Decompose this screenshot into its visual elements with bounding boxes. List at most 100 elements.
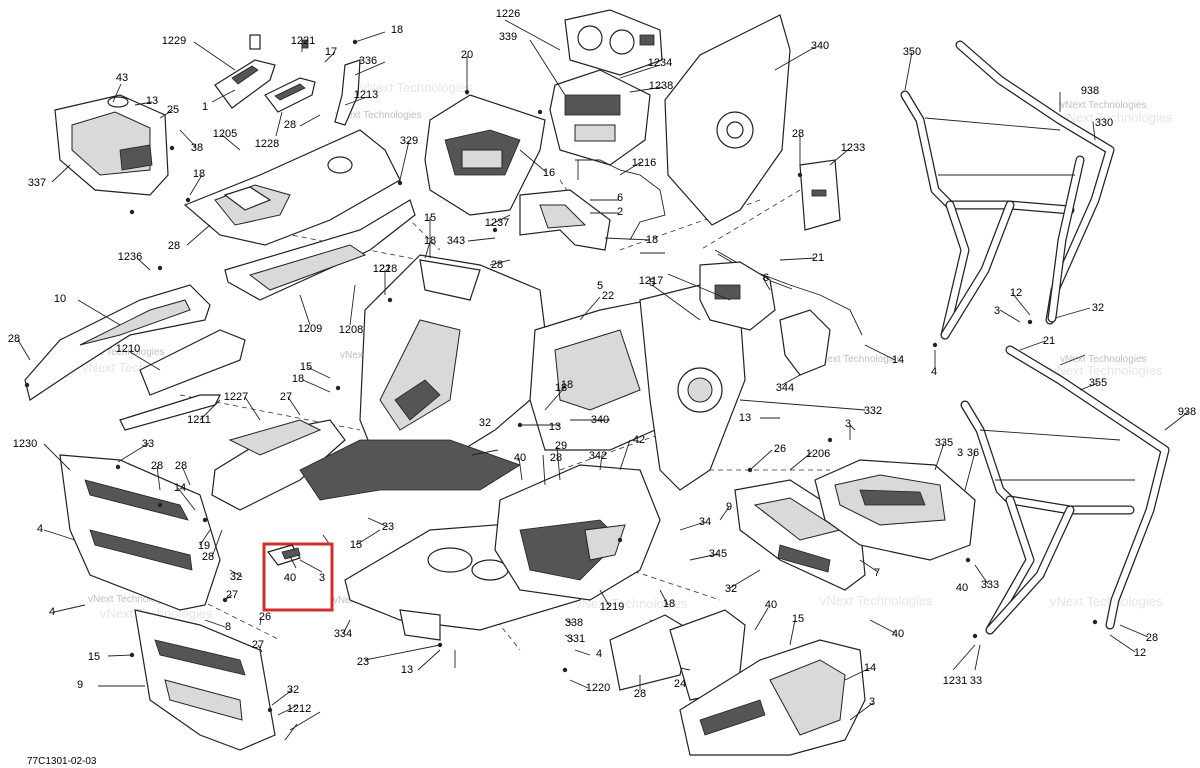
callout-label: 18 [292,373,304,385]
callout-label: 350 [903,46,921,58]
callout-label: 2 [617,206,623,218]
callout-label: 17 [325,46,337,58]
callout-label: 345 [709,548,727,560]
callout-label: 1218 [373,263,397,275]
callout-label: 355 [1089,377,1107,389]
center-floor-part [494,464,661,601]
switch-panel-part [214,34,316,113]
highlight-box[interactable] [262,542,334,612]
callout-label: 43 [116,72,128,84]
callout-label: 6 [763,272,769,284]
callout-label: 28 [634,688,646,700]
left-rear-panel-part [59,454,221,611]
callout-label: 21 [1043,335,1055,347]
callout-label: 1228 [255,138,279,150]
callout-label: 28 [202,551,214,563]
watermark: vNext Technologies [1060,100,1147,111]
callout-label: 342 [589,450,607,462]
callout-label: 1230 [13,438,37,450]
callout-label: 3 [845,418,851,430]
callout-label: 27 [280,391,292,403]
callout-label: 6 [617,192,623,204]
callout-label: 3 [319,572,325,584]
watermark: vNext Technologies [335,110,422,121]
callout-label: 3 [994,305,1000,317]
main-tub-part [359,254,546,471]
callout-label: 18 [555,382,567,394]
gauge-cluster-part [564,9,663,76]
bracket-part [519,189,611,251]
callout-label: 938 [1178,406,1196,418]
callout-label: 1217 [639,275,663,287]
callout-label: 331 [567,633,585,645]
callout-label: 40 [284,572,296,584]
dash-fascia-part [549,69,651,166]
callout-label: 18 [561,379,573,391]
highlighted-part-callout[interactable] [262,542,334,612]
callout-label: 14 [892,354,904,366]
callout-label: 15 [424,212,436,224]
callout-label: 1238 [649,80,673,92]
callout-label: 1216 [632,157,656,169]
callout-label: 28 [1146,632,1158,644]
leader-lines [17,19,1189,741]
center-console-part [183,129,401,246]
callout-label: 28 [491,259,503,271]
callout-label: 1227 [224,391,248,403]
callout-label: 1208 [339,324,363,336]
roll-cage-lower-part [960,345,1170,635]
callout-label: 4 [49,606,55,618]
callout-label: 5 [649,277,655,289]
callout-label: 1212 [287,703,311,715]
callout-label: 337 [28,177,46,189]
mud-flap-part [669,609,746,701]
firewall-panel-part [664,14,791,226]
callout-label: 27 [252,639,264,651]
callout-label: 33 [970,675,982,687]
callout-label: 21 [812,252,824,264]
callout-label: 4 [37,523,43,535]
callout-label: 4 [931,366,937,378]
fasteners [24,39,1098,713]
callout-label: 12 [1134,647,1146,659]
callout-label: 336 [359,55,377,67]
pedal-bracket-part [699,261,831,376]
watermark: vNext Technologies [1050,594,1163,609]
callout-label: 338 [565,617,583,629]
watermark: vNext Technologies [1060,110,1173,125]
cable-part [575,159,666,241]
watermark: vNext Technologies [575,596,688,611]
callout-label: 28 [8,333,20,345]
callout-label: 938 [1081,85,1099,97]
callout-label: 1206 [806,448,830,460]
watermark: vNext Technologies [1050,363,1163,378]
grab-handle-part [334,59,361,126]
callout-label: 18 [391,24,403,36]
callout-label: 32 [479,417,491,429]
callout-label: 15 [88,651,100,663]
callout-label: 344 [776,382,794,394]
callout-label: 32 [725,583,737,595]
left-floorboard-part [211,419,521,511]
callout-label: 7 [874,567,880,579]
callout-label: 28 [151,460,163,472]
callout-label: 18 [663,598,675,610]
callout-label: 1210 [116,343,140,355]
callout-label: 13 [146,95,158,107]
callout-label: 3 [957,447,963,459]
callout-label: 333 [981,579,999,591]
callout-label: 1219 [600,601,624,613]
callout-label: 343 [447,235,465,247]
callout-label: 40 [892,628,904,640]
left-sill-trim-part [119,329,246,431]
callout-label: 20 [461,49,473,61]
callout-label: 24 [674,678,686,690]
callout-label: 18 [424,235,436,247]
right-rocker-panel-part [679,639,866,756]
watermark: vNext Technologies [88,594,175,605]
callout-label: 25 [167,104,179,116]
callout-label: 23 [357,656,369,668]
callout-label: 335 [935,437,953,449]
